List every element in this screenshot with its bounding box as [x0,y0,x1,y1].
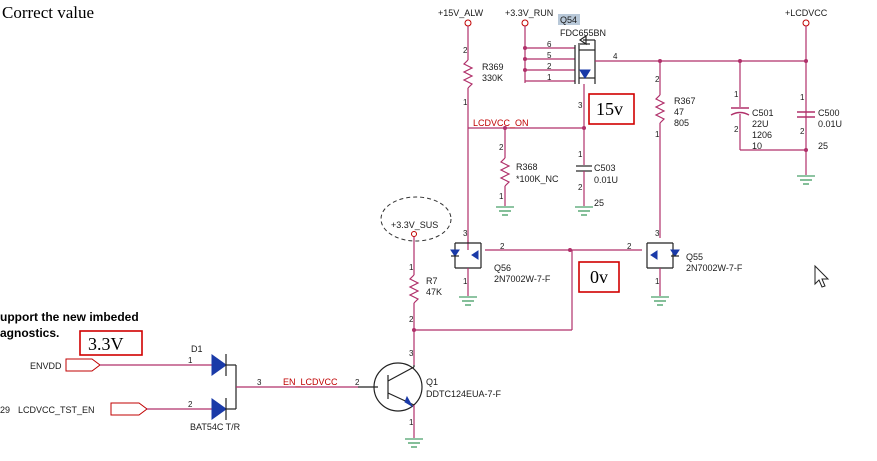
q1-ref: Q1 [426,377,438,387]
c503-ref: C503 [594,163,616,173]
rail-15v-alw-label: +15V_ALW [438,8,484,18]
c503-pin2: 2 [578,183,583,192]
q54-mosfet: Q54 FDC655BN 6 5 2 1 4 3 [523,14,660,128]
annotation-0v-text: 0v [590,267,608,287]
annotation-15v-text: 15v [596,99,623,119]
r368-pin1: 1 [499,192,504,201]
annotation-0v: 0v [578,261,620,293]
q54-pin5: 5 [547,51,552,60]
r7-resistor: 1 2 R7 47K [408,237,442,330]
note-line2: agnostics. [0,326,59,340]
rail-lcdvcc-label: +LCDVCC [785,8,828,18]
note-line1: upport the new imbeded [0,310,139,324]
q1-transistor: 2 3 1 Q1 DDTC124EUA-7-F [355,349,502,448]
envdd-port: ENVDD 1 [30,356,212,372]
q1-pin2: 2 [355,378,360,387]
tst-prefix: 29 [0,405,10,415]
q54-pin6: 6 [547,40,552,49]
q56-pin1: 1 [463,277,468,286]
c500-pin1: 1 [800,93,805,102]
c500-val: 0.01U [818,119,842,129]
rail-lcdvcc: +LCDVCC [785,8,828,27]
rail-33v-sus-label: +3.3V_SUS [391,220,438,230]
q55-part: 2N7002W-7-F [686,263,743,273]
r368-ref: R368 [516,162,538,172]
d1-pin3: 3 [257,378,262,387]
rail-33v-sus: +3.3V_SUS [380,196,452,242]
d1-ref: D1 [191,344,203,354]
q56-mosfet: 3 2 1 Q56 2N7002W-7-F [450,229,570,306]
r367-val: 47 [674,107,684,117]
q54-pin2: 2 [547,62,552,71]
c501-pin2: 2 [734,125,739,134]
d1-diode: D1 3 BAT54C T/R [190,344,358,432]
c501-pin1: 1 [734,90,739,99]
r367-ref: R367 [674,96,696,106]
q1-pin3: 3 [409,349,414,358]
q54-part: FDC655BN [560,28,606,38]
r368-resistor: 2 1 R368 *100K_NC [496,128,559,216]
c503-capacitor: 1 2 C503 0.01U 25 [575,128,618,216]
lcdvcc-tst-en-port: 29 LCDVCC_TST_EN 2 [0,400,212,416]
q54-ref: Q54 [560,15,577,25]
r7-val: 47K [426,287,442,297]
r367-pkg: 805 [674,118,689,128]
title-text: Correct value [2,3,94,22]
r367-pin1: 1 [655,130,660,139]
r7-pin1: 1 [409,263,414,272]
annotation-15v: 15v [588,93,635,125]
r369-ref: R369 [482,62,504,72]
c501-val: 22U [752,119,769,129]
mouse-cursor-icon [814,264,830,288]
r367-pin2: 2 [655,75,660,84]
rail-33v-run: +3.3V_RUN [505,8,553,27]
c501-ref: C501 [752,108,774,118]
q1-pin1: 1 [409,418,414,427]
c500-volt: 25 [818,141,828,151]
q54-pin4: 4 [613,52,618,61]
d1-part: BAT54C T/R [190,422,241,432]
q55-pin1: 1 [655,277,660,286]
q55-ref: Q55 [686,252,703,262]
q56-part: 2N7002W-7-F [494,274,551,284]
q55-mosfet: 2 3 1 Q55 2N7002W-7-F [568,229,743,306]
c501-pkg: 1206 [752,130,772,140]
envdd-label: ENVDD [30,361,62,371]
c500-ref: C500 [818,108,840,118]
r369-pin1: 1 [463,98,468,107]
annotation-3v3-text: 3.3V [88,334,124,354]
c501-volt: 10 [752,141,762,151]
lcdvcc-tst-en-label: LCDVCC_TST_EN [18,405,95,415]
q54-pin1: 1 [547,73,552,82]
r7-pin2: 2 [409,315,414,324]
annotation-3v3: 3.3V [79,330,143,356]
r368-val: *100K_NC [516,174,559,184]
c501-capacitor: 1 2 C501 22U 1206 10 [730,61,806,151]
c503-val: 0.01U [594,175,618,185]
r7-ref: R7 [426,276,438,286]
rail-33v-run-label: +3.3V_RUN [505,8,553,18]
q56-pin3: 3 [463,229,468,238]
d1-pin1: 1 [188,356,193,365]
r369-resistor: 2 1 R369 330K [462,26,504,250]
net-lcdvcc-on: LCDVCC_ON [473,118,529,128]
q55-pin2: 2 [627,242,632,251]
c500-capacitor: 1 2 C500 0.01U 25 [797,93,842,185]
net-en-lcdvcc: EN_LCDVCC [283,377,338,387]
r367-resistor: 2 1 R367 47 805 [654,59,696,238]
c503-volt: 25 [594,198,604,208]
d1-pin2: 2 [188,400,193,409]
c500-pin2: 2 [800,127,805,136]
q55-pin3: 3 [655,229,660,238]
r369-pin2: 2 [463,46,468,55]
rail-15v-alw: +15V_ALW [438,8,484,27]
q1-part: DDTC124EUA-7-F [426,389,502,399]
q54-pin3: 3 [578,101,583,110]
c503-pin1: 1 [578,150,583,159]
r368-pin2: 2 [499,143,504,152]
q56-ref: Q56 [494,263,511,273]
q56-pin2: 2 [500,242,505,251]
r369-val: 330K [482,73,503,83]
